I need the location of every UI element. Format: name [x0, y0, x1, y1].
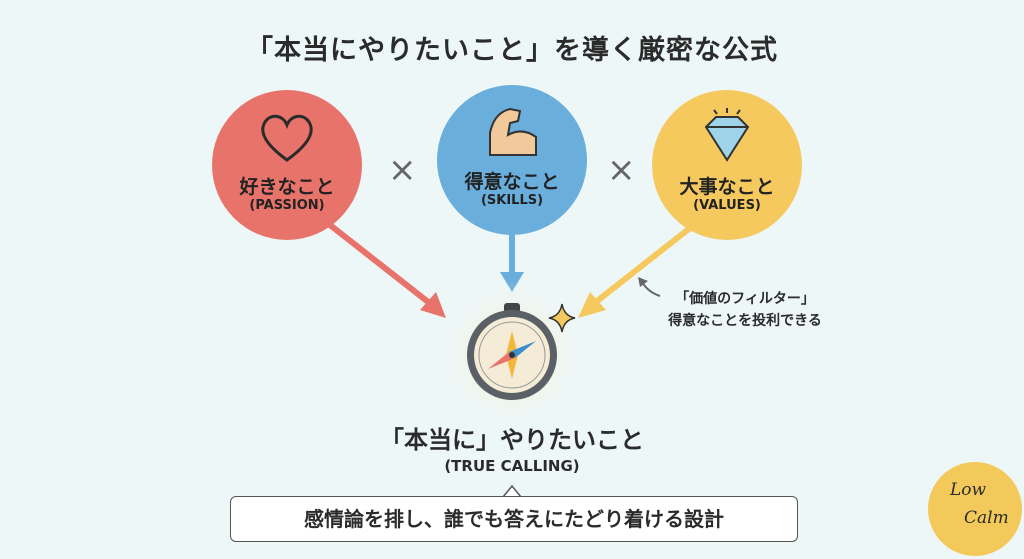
result-title: 「本当に」やりたいこと	[380, 426, 644, 454]
logo: Low Calm	[928, 462, 1022, 556]
circle-sub: (PASSION)	[249, 198, 325, 213]
multiply-sign: ×	[388, 150, 417, 190]
multiply-sign: ×	[607, 150, 636, 190]
sparkle-icon	[548, 303, 576, 333]
circle-label: 好きなこと	[239, 176, 335, 198]
flexed-arm-icon	[489, 107, 537, 156]
arrow-passion-head	[420, 292, 446, 318]
circle-passion: 好きなこと (PASSION)	[212, 90, 362, 240]
circle-label: 得意なこと	[464, 171, 560, 193]
arrow-values-head	[578, 292, 606, 318]
circle-values: 大事なこと (VALUES)	[652, 90, 802, 240]
circle-sub: (SKILLS)	[480, 193, 544, 208]
note-line: 「価値のフィルター」	[675, 291, 815, 307]
value-filter-note: 「価値のフィルター」 得意なことを投利できる	[630, 288, 860, 332]
callout-box: 感情論を排し、誰でも答えにたどり着ける設計	[230, 496, 798, 542]
note-line: 得意なことを投利できる	[668, 313, 822, 329]
heart-icon	[261, 114, 313, 162]
page-title: 「本当にやりたいこと」を導く厳密な公式	[246, 35, 778, 66]
circle-sub: (VALUES)	[693, 198, 761, 213]
arrow-passion	[328, 222, 434, 308]
compass-icon	[467, 303, 557, 400]
logo-text: Low	[950, 480, 987, 500]
circle-label: 大事なこと	[679, 176, 775, 198]
logo-text: Calm	[964, 508, 1009, 528]
arrow-values	[590, 225, 692, 308]
circle-skills: 得意なこと (SKILLS)	[437, 85, 587, 235]
diamond-icon	[704, 108, 750, 162]
result-subtitle: (TRUE CALLING)	[444, 457, 580, 475]
